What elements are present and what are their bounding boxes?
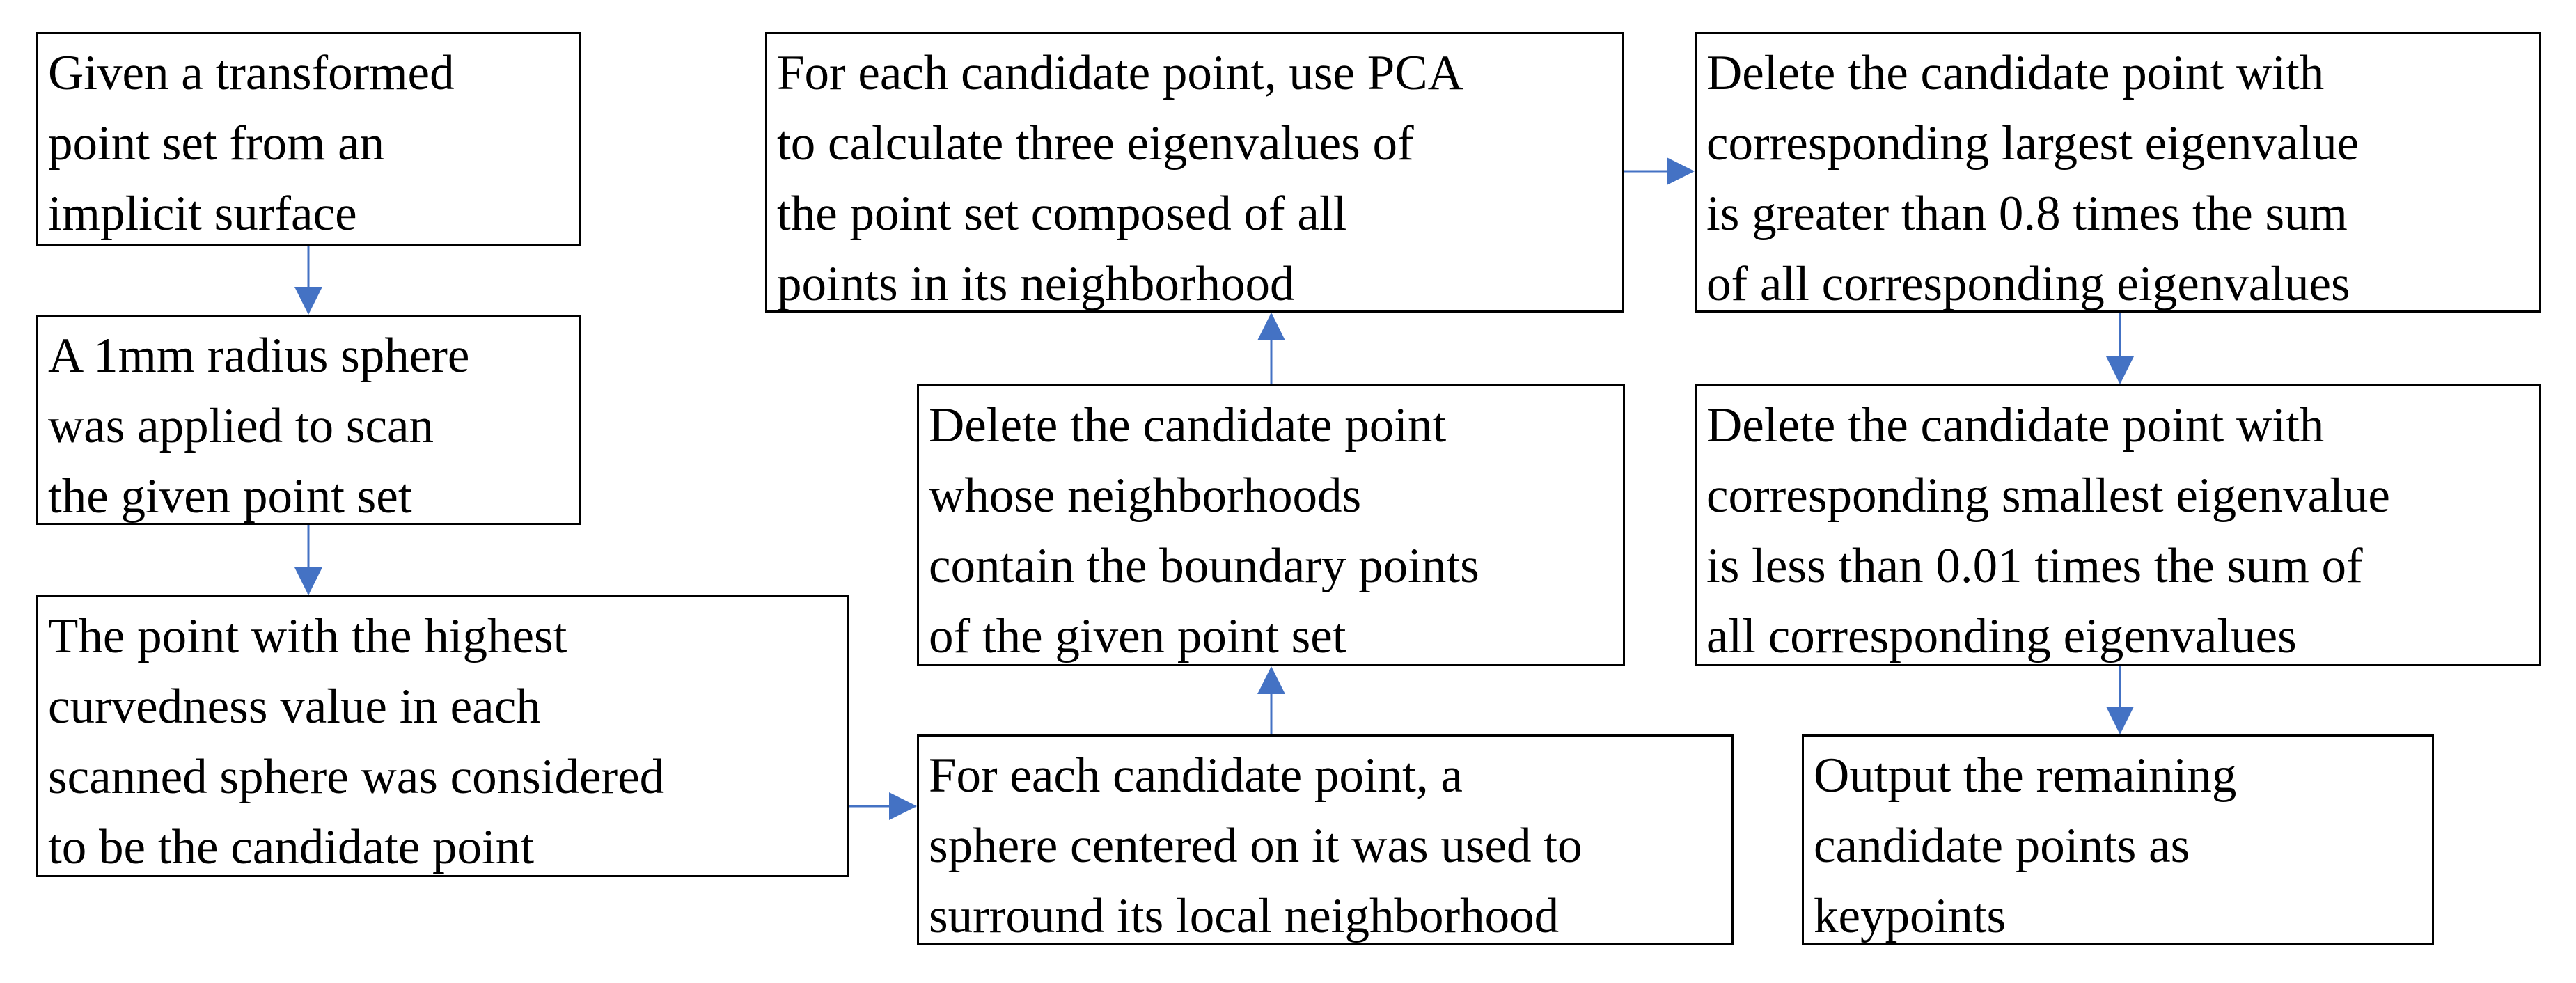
step-text-line: is less than 0.01 times the sum of [1706, 539, 2363, 593]
step-text-line: Given a transformed [48, 46, 455, 100]
step-text-line: of all corresponding eigenvalues [1706, 257, 2350, 311]
step-text-line: Output the remaining [1814, 748, 2237, 803]
step-text-line: the point set composed of all [777, 187, 1347, 241]
step-text-line: scanned sphere was considered [48, 750, 665, 804]
step-box-delete-boundary: Delete the candidate point whose neighbor… [917, 384, 1625, 666]
step-text-line: to calculate three eigenvalues of [777, 116, 1414, 171]
step-text-line: contain the boundary points [929, 539, 1479, 593]
step-text-line: corresponding largest eigenvalue [1706, 116, 2359, 171]
step-text-line: points in its neighborhood [777, 257, 1295, 311]
step-box-highest-curvedness: The point with the highest curvedness val… [36, 595, 849, 877]
step-text-line: Delete the candidate point [929, 398, 1447, 453]
step-text-line: Delete the candidate point with [1706, 46, 2325, 100]
step-box-output-keypoints: Output the remaining candidate points as k… [1802, 734, 2434, 945]
step-text-line: sphere centered on it was used to [929, 819, 1582, 873]
step-text-line: curvedness value in each [48, 679, 541, 734]
step-text-line: candidate points as [1814, 819, 2190, 873]
step-text-line: The point with the highest [48, 609, 567, 663]
step-box-neighborhood-sphere: For each candidate point, a sphere center… [917, 734, 1734, 945]
step-text-line: was applied to scan [48, 399, 434, 453]
step-text-line: For each candidate point, use PCA [777, 46, 1463, 100]
step-text-line: For each candidate point, a [929, 748, 1463, 803]
step-text-line: corresponding smallest eigenvalue [1706, 469, 2390, 523]
step-text-line: is greater than 0.8 times the sum [1706, 187, 2348, 241]
step-text-line: keypoints [1814, 889, 2006, 943]
step-text-line: of the given point set [929, 609, 1346, 663]
step-text-line: whose neighborhoods [929, 469, 1362, 523]
step-box-pca-eigenvalues: For each candidate point, use PCA to calc… [765, 32, 1624, 313]
step-text-line: point set from an [48, 116, 385, 171]
step-text-line: all corresponding eigenvalues [1706, 609, 2297, 663]
step-text-line: surround its local neighborhood [929, 889, 1560, 943]
step-box-delete-largest-eigenvalue: Delete the candidate point with correspon… [1695, 32, 2541, 313]
step-text-line: to be the candidate point [48, 820, 534, 874]
step-text-line: the given point set [48, 469, 412, 524]
step-box-sphere-scan: A 1mm radius sphere was applied to scan th… [36, 315, 581, 525]
step-text-line: A 1mm radius sphere [48, 329, 470, 383]
step-box-given-point-set: Given a transformed point set from an impl… [36, 32, 581, 246]
step-box-delete-smallest-eigenvalue: Delete the candidate point with correspon… [1695, 384, 2541, 666]
step-text-line: Delete the candidate point with [1706, 398, 2325, 453]
step-text-line: implicit surface [48, 187, 357, 241]
